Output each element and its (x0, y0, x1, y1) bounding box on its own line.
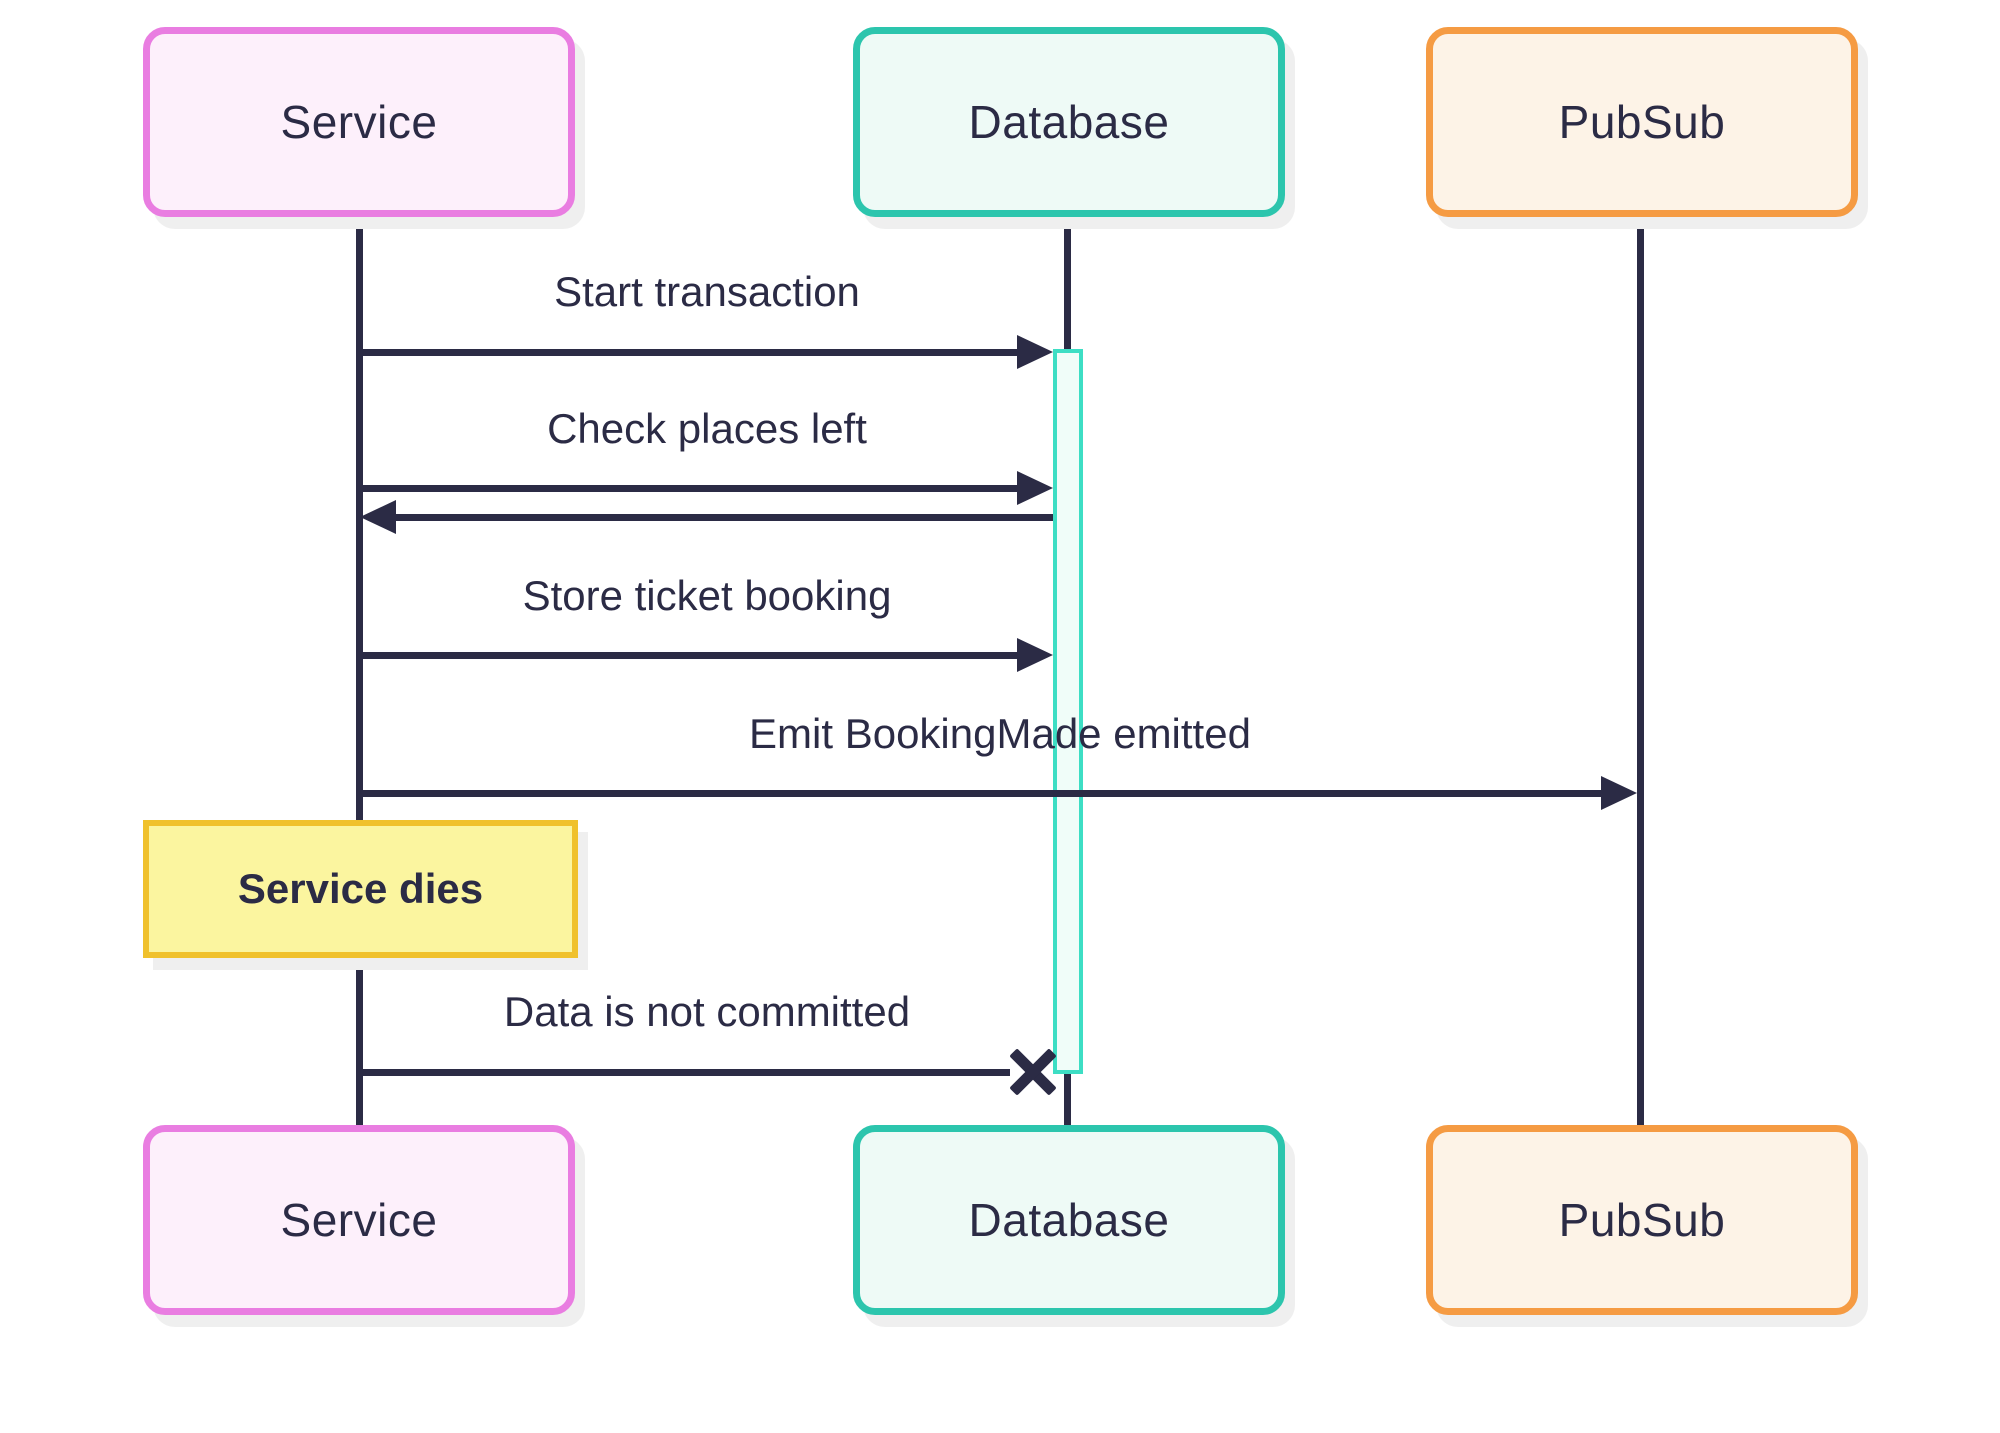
actor-pubsub-top: PubSub (1426, 27, 1858, 217)
message-line-check-places-left (360, 485, 1023, 492)
actor-pubsub-label: PubSub (1558, 96, 1726, 148)
arrowhead-right-icon (1017, 638, 1053, 672)
arrowhead-right-icon (1601, 776, 1637, 810)
actor-pubsub-bottom: PubSub (1426, 1125, 1858, 1315)
arrowhead-right-icon (1017, 335, 1053, 369)
message-line-store-ticket-booking (360, 652, 1023, 659)
actor-database-top: Database (853, 27, 1285, 217)
message-label-start-transaction: Start transaction (554, 268, 860, 315)
activation-bar-database (1053, 349, 1083, 1074)
actor-service-label: Service (280, 1194, 438, 1246)
actor-database-label: Database (968, 96, 1170, 148)
message-line-data-not-committed (360, 1069, 1010, 1076)
note-service-dies: Service dies (143, 820, 578, 958)
message-line-emit-bookingmade (360, 790, 1607, 797)
actor-database-bottom: Database (853, 1125, 1285, 1315)
arrowhead-right-icon (1017, 471, 1053, 505)
lifeline-service (356, 214, 363, 1125)
actor-service-label: Service (280, 96, 438, 148)
message-line-check-places-response (394, 514, 1053, 521)
actor-service-top: Service (143, 27, 575, 217)
note-label: Service dies (237, 865, 484, 912)
actor-database-label: Database (968, 1194, 1170, 1246)
actor-service-bottom: Service (143, 1125, 575, 1315)
lifeline-pubsub (1637, 214, 1644, 1125)
message-label-data-not-committed: Data is not committed (503, 988, 911, 1035)
message-line-start-transaction (360, 349, 1023, 356)
message-label-emit-bookingmade: Emit BookingMade emitted (749, 710, 1251, 757)
message-label-store-ticket-booking: Store ticket booking (522, 572, 892, 619)
destroy-x-icon (1008, 1047, 1058, 1097)
arrowhead-left-icon (360, 500, 396, 534)
actor-pubsub-label: PubSub (1558, 1194, 1726, 1246)
message-label-check-places-left: Check places left (547, 405, 867, 452)
